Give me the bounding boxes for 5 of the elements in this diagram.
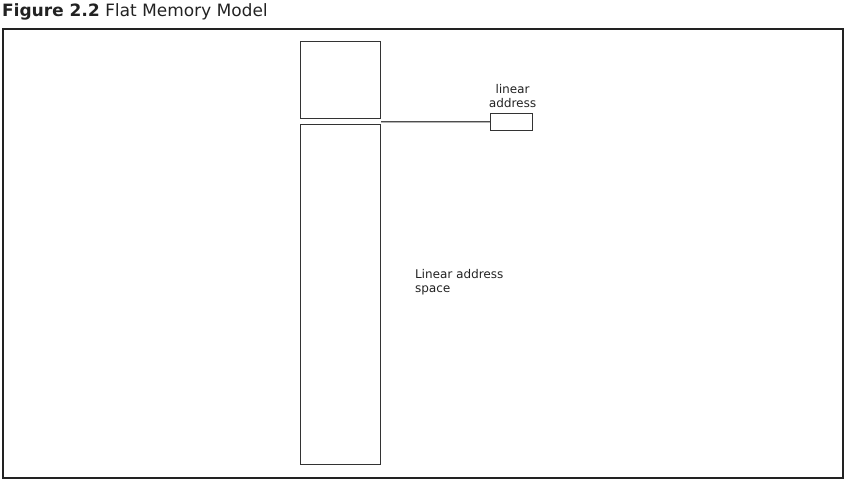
figure-title: Figure 2.2 Flat Memory Model xyxy=(2,1,268,21)
node-label: linear address xyxy=(488,83,538,111)
connector-line xyxy=(381,121,490,122)
region-label: Linear address space xyxy=(415,268,504,296)
memory-location-band xyxy=(300,118,381,125)
